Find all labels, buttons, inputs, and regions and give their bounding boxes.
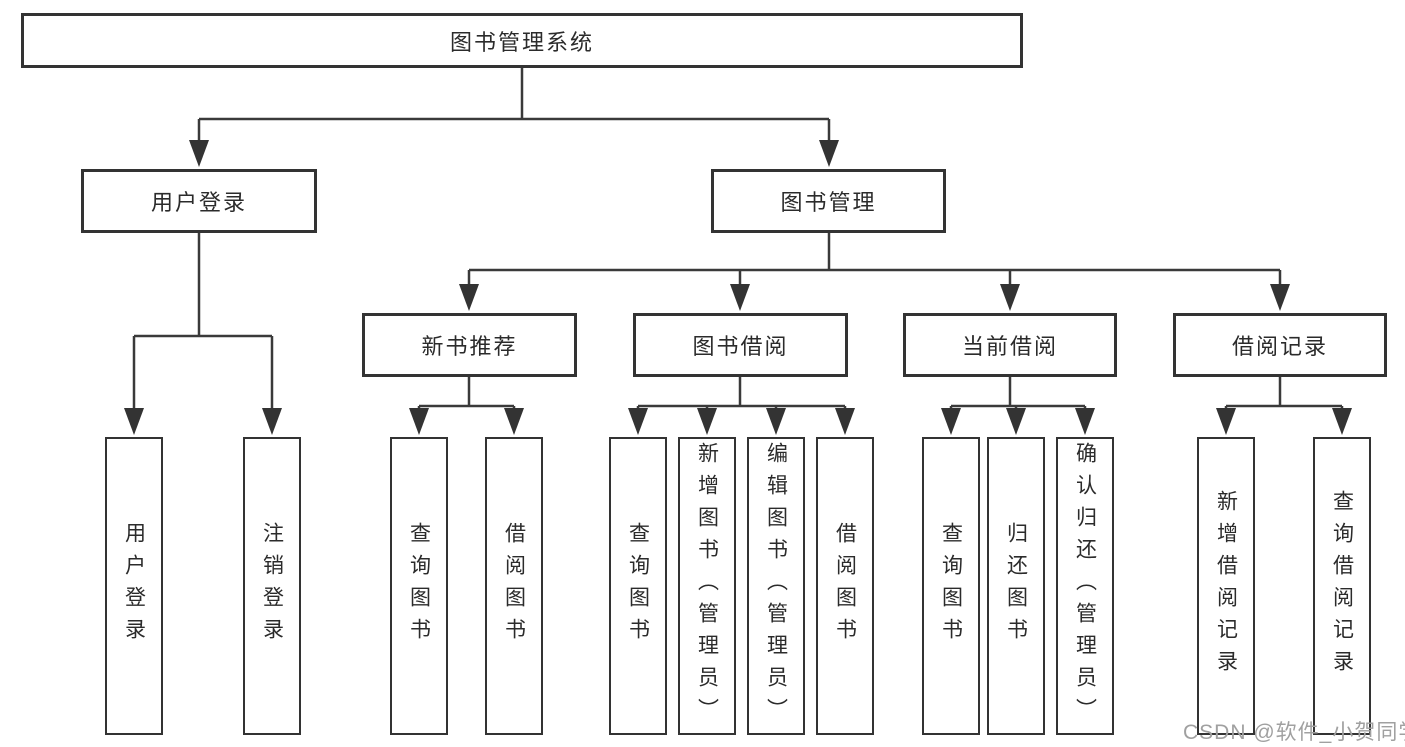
node-label: 图书借阅 — [692, 334, 789, 359]
node-book-borrow: 图书借阅 — [633, 313, 848, 377]
leaf-label: 查询图书 — [939, 522, 963, 650]
leaf-newbook-borrow-book: 借阅图书 — [485, 437, 543, 735]
leaf-label: 注销登录 — [260, 522, 284, 650]
leaf-label: 查询图书 — [626, 522, 650, 650]
leaf-user-login: 用户登录 — [105, 437, 163, 735]
node-user-login-group: 用户登录 — [81, 169, 317, 233]
leaf-borrow-add-book-admin: 新增图书（管理员） — [678, 437, 736, 735]
leaf-borrow-edit-book-admin: 编辑图书（管理员） — [747, 437, 805, 735]
leaf-label: 用户登录 — [122, 522, 146, 650]
leaf-records-query-record: 查询借阅记录 — [1313, 437, 1371, 735]
node-book-management: 图书管理 — [711, 169, 946, 233]
node-root-system: 图书管理系统 — [21, 13, 1023, 68]
csdn-watermark: CSDN @软件_小贺同学 — [1183, 721, 1405, 744]
arrowheads — [124, 140, 1352, 435]
leaf-records-add-record: 新增借阅记录 — [1197, 437, 1255, 735]
leaf-label: 查询借阅记录 — [1330, 490, 1354, 682]
node-borrow-records: 借阅记录 — [1173, 313, 1387, 377]
leaf-label: 归还图书 — [1004, 522, 1028, 650]
leaf-label: 新增借阅记录 — [1214, 490, 1238, 682]
node-new-book-recommend: 新书推荐 — [362, 313, 577, 377]
node-label: 用户登录 — [150, 190, 247, 215]
leaf-borrow-query-book: 查询图书 — [609, 437, 667, 735]
leaf-logout-login: 注销登录 — [243, 437, 301, 735]
node-label: 图书管理系统 — [449, 29, 594, 55]
leaf-current-query-book: 查询图书 — [922, 437, 980, 735]
node-label: 新书推荐 — [421, 334, 518, 359]
node-label: 图书管理 — [780, 190, 877, 215]
node-current-borrow: 当前借阅 — [903, 313, 1117, 377]
leaf-label: 确认归还（管理员） — [1073, 442, 1097, 730]
leaf-label: 新增图书（管理员） — [695, 442, 719, 730]
leaf-current-confirm-return-admin: 确认归还（管理员） — [1056, 437, 1114, 735]
leaf-newbook-query-book: 查询图书 — [390, 437, 448, 735]
leaf-label: 编辑图书（管理员） — [764, 442, 788, 730]
leaf-label: 借阅图书 — [833, 522, 857, 650]
node-label: 当前借阅 — [961, 334, 1058, 359]
leaf-label: 查询图书 — [407, 522, 431, 650]
leaf-label: 借阅图书 — [502, 522, 526, 650]
leaf-borrow-borrow-book: 借阅图书 — [816, 437, 874, 735]
leaf-current-return-book: 归还图书 — [987, 437, 1045, 735]
node-label: 借阅记录 — [1231, 334, 1328, 359]
